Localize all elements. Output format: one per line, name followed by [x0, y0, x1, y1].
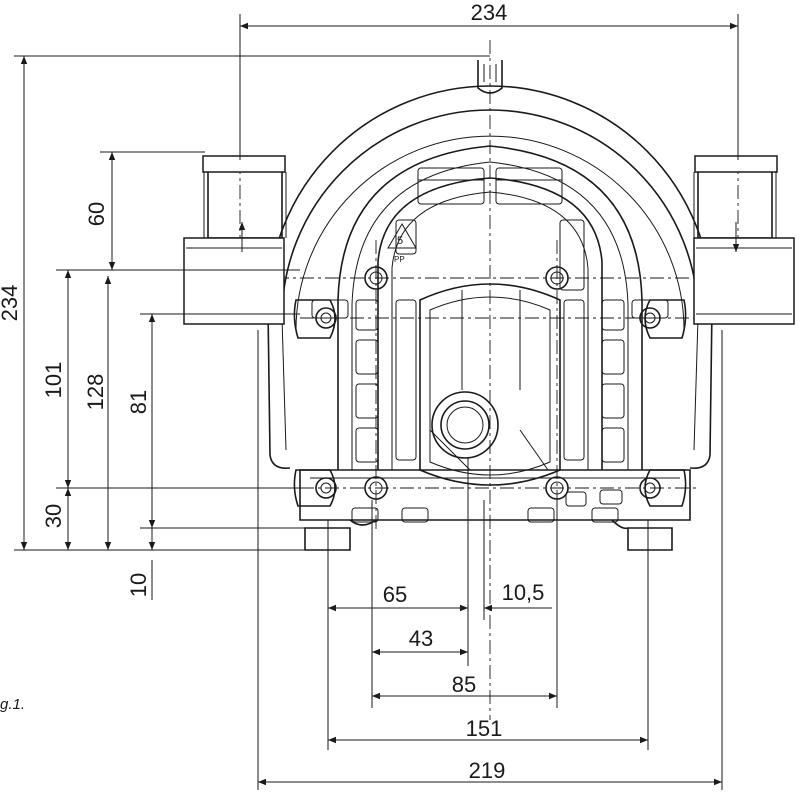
extension-lines	[14, 14, 739, 790]
dim-port-height: 60	[84, 202, 109, 226]
dim-offset-10-5: 10,5	[502, 580, 545, 605]
dim-offset-65: 65	[383, 582, 407, 607]
figure-label: g.1.	[0, 696, 25, 713]
dim-width-219: 219	[469, 758, 506, 783]
left-port	[183, 155, 287, 325]
dim-width-43: 43	[409, 626, 433, 651]
pump-body: 5 PP	[267, 60, 713, 551]
dim-height-101: 101	[41, 362, 66, 399]
right-port	[693, 155, 795, 325]
dim-height-128: 128	[83, 374, 108, 411]
svg-text:5: 5	[397, 235, 403, 247]
dim-width-85: 85	[452, 672, 476, 697]
mounting-holes	[315, 266, 661, 500]
centerlines	[239, 40, 740, 720]
dim-height-10: 10	[126, 573, 151, 597]
svg-text:PP: PP	[394, 255, 405, 264]
dimension-labels: 234 234 60 101 128 81 30 10 65 10,5 43 8…	[0, 0, 544, 783]
dim-width-151: 151	[466, 716, 503, 741]
dimension-lines	[20, 22, 738, 786]
dim-height-81: 81	[126, 390, 151, 414]
dim-top-width: 234	[471, 0, 508, 25]
dim-height-30: 30	[41, 504, 66, 528]
dim-total-height: 234	[0, 285, 22, 322]
